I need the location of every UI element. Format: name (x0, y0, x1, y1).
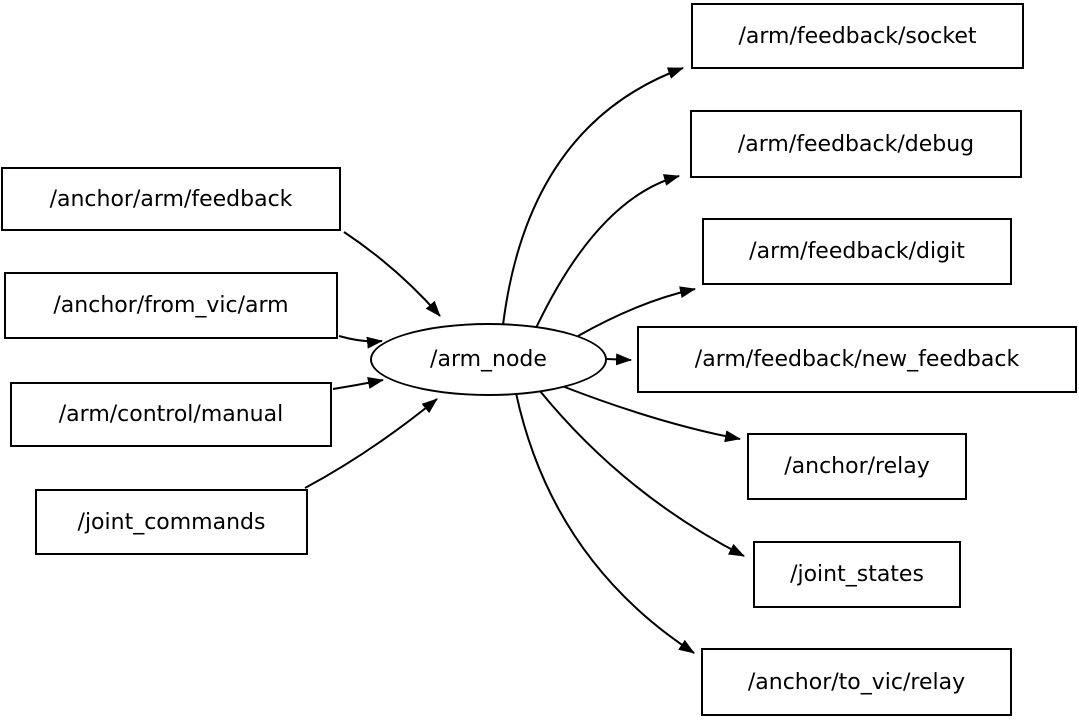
topic-box-anchor-relay: /anchor/relay (747, 433, 967, 500)
topic-label: /anchor/arm/feedback (49, 186, 293, 212)
topic-label: /arm/feedback/digit (749, 239, 965, 264)
edge-arm-node-to-arm-feedback-new-feedback (606, 353, 632, 366)
node-label: /arm_node (430, 347, 547, 372)
topic-box-arm-feedback-digit: /arm/feedback/digit (702, 218, 1012, 285)
edge-anchor-from-vic-arm-to-arm-node (338, 335, 383, 349)
topic-box-anchor-to-vic-relay: /anchor/to_vic/relay (701, 648, 1012, 716)
topic-label: /anchor/from_vic/arm (53, 293, 289, 318)
topic-label: /arm/feedback/debug (737, 131, 975, 157)
topic-box-arm-feedback-debug: /arm/feedback/debug (690, 110, 1022, 178)
topic-label: /joint_commands (77, 509, 266, 535)
topic-box-anchor-arm-feedback: /anchor/arm/feedback (1, 167, 341, 231)
edge-arm-node-to-arm-feedback-debug (535, 174, 680, 329)
topic-label: /arm/feedback/socket (738, 23, 977, 49)
edge-anchor-arm-feedback-to-arm-node (343, 231, 441, 317)
edge-arm-control-manual-to-arm-node (332, 377, 384, 390)
topic-box-anchor-from-vic-arm: /anchor/from_vic/arm (4, 272, 338, 339)
topic-box-joint-states: /joint_states (753, 541, 961, 608)
topic-box-arm-control-manual: /arm/control/manual (10, 382, 332, 447)
topic-label: /arm/control/manual (58, 402, 284, 427)
edge-arm-node-to-anchor-relay (561, 385, 741, 443)
edge-arm-node-to-joint-states (539, 390, 745, 557)
topic-box-arm-feedback-new-feedback: /arm/feedback/new_feedback (637, 326, 1077, 393)
topic-label: /anchor/to_vic/relay (747, 669, 966, 695)
edge-arm-node-to-anchor-to-vic-relay (515, 392, 695, 654)
topic-label: /arm/feedback/new_feedback (694, 347, 1020, 372)
topic-box-joint-commands: /joint_commands (35, 489, 308, 555)
topic-box-arm-feedback-socket: /arm/feedback/socket (691, 3, 1024, 69)
edge-arm-node-to-arm-feedback-socket (502, 67, 684, 326)
topic-label: /joint_states (790, 562, 924, 587)
node-ellipse-arm-node: /arm_node (370, 323, 607, 396)
topic-label: /anchor/relay (784, 454, 930, 479)
